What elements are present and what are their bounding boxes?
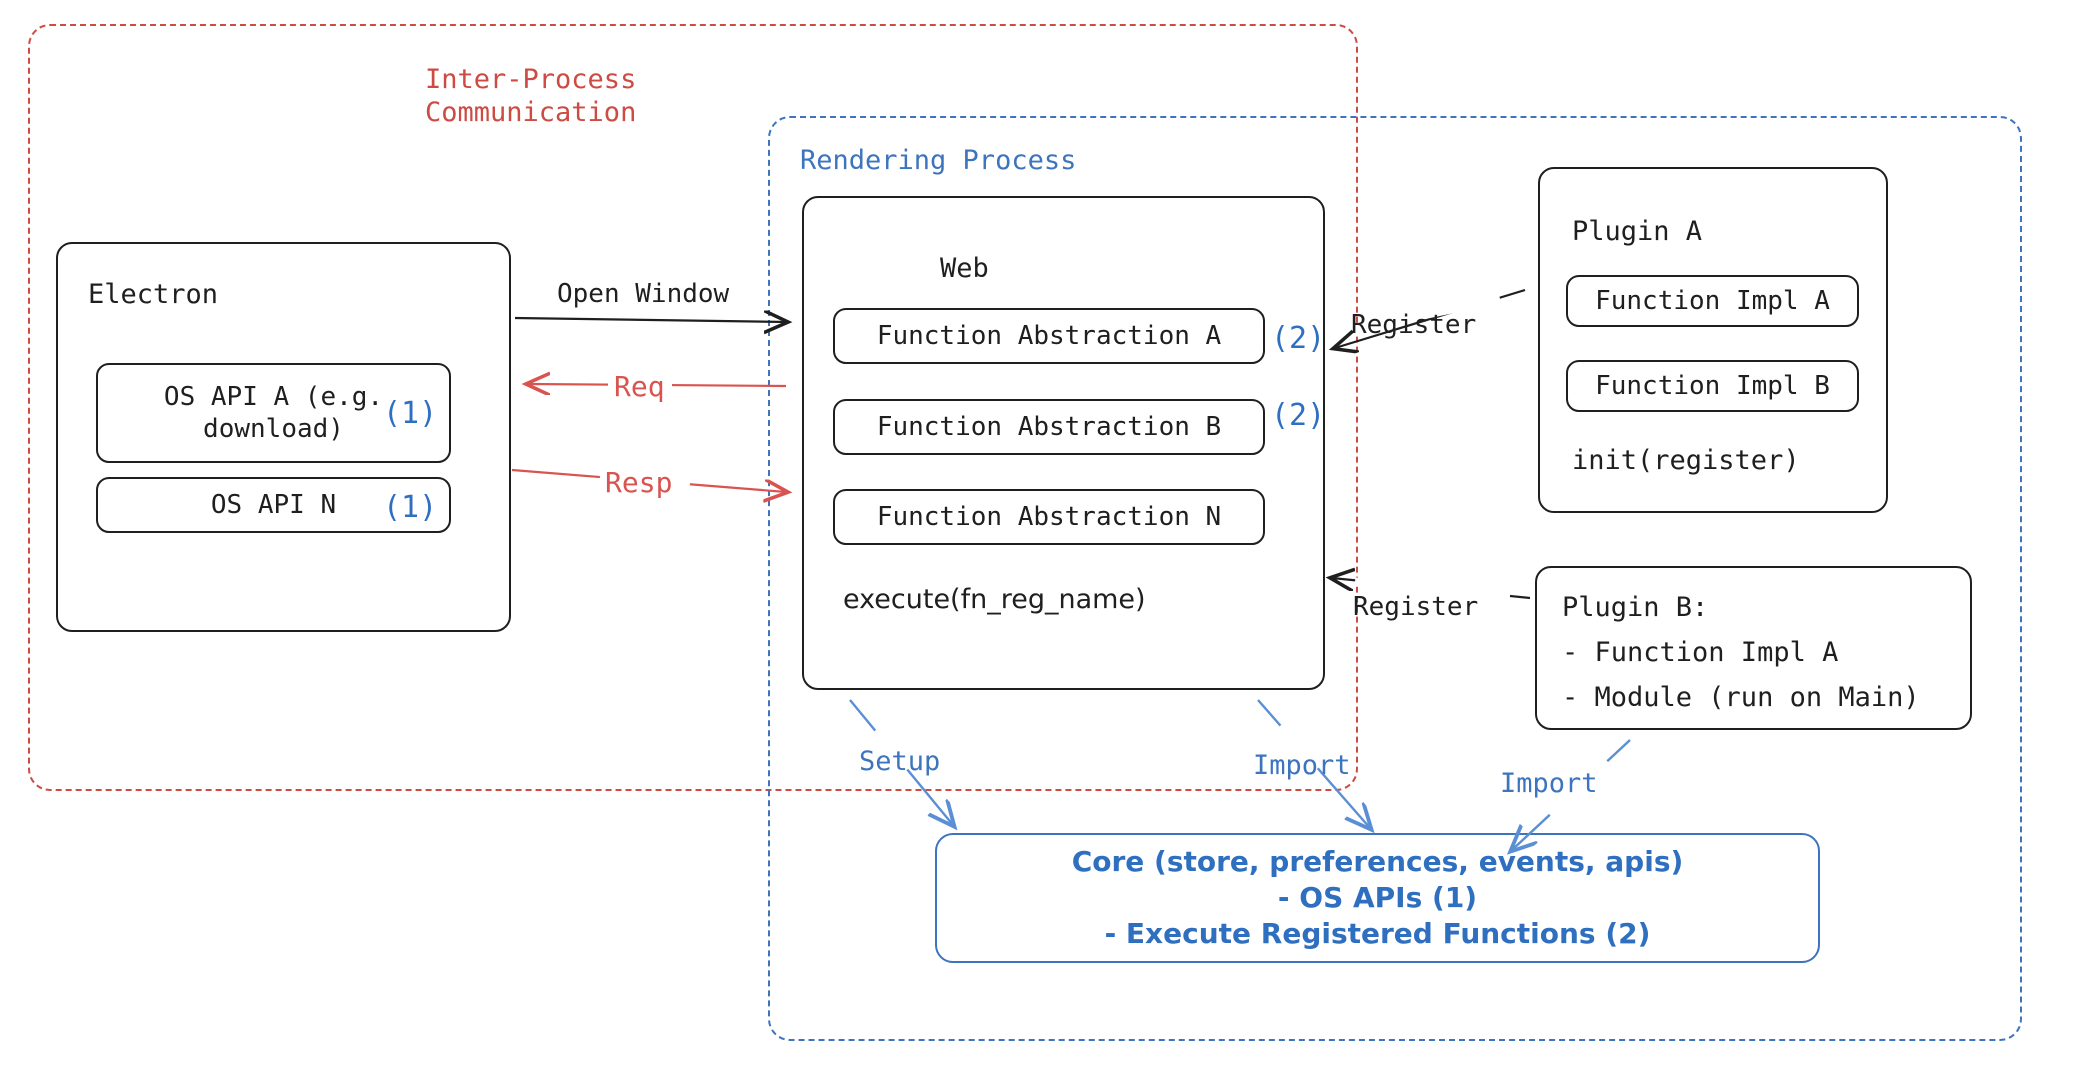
group-rendering-process	[768, 116, 2022, 1041]
core-box[interactable]: Core (store, preferences, events, apis) …	[935, 833, 1820, 963]
plugin-b-line-2: - Function Impl A	[1562, 637, 1839, 668]
plugin-b-box[interactable]	[1535, 566, 1972, 730]
plugin-a-function-impl-a-label: Function Impl A	[1595, 286, 1830, 316]
edge-label-req: Req	[614, 370, 665, 403]
plugin-b-line-1: Plugin B:	[1562, 592, 1709, 623]
edge-label-import-plugin-b: Import	[1500, 768, 1598, 799]
os-api-a-box[interactable]: OS API A (e.g. download)	[96, 363, 451, 463]
function-abstraction-b-box[interactable]: Function Abstraction B	[833, 399, 1265, 455]
group-title-rendering-process: Rendering Process	[800, 145, 1077, 176]
function-abstraction-b-label: Function Abstraction B	[876, 412, 1222, 442]
function-abstraction-n-label: Function Abstraction N	[876, 502, 1222, 532]
plugin-a-box[interactable]	[1538, 167, 1888, 513]
os-api-n-box[interactable]: OS API N	[96, 477, 451, 533]
plugin-b-line-3: - Module (run on Main)	[1562, 682, 1920, 713]
plugin-a-function-impl-b-label: Function Impl B	[1595, 371, 1830, 401]
function-abstraction-a-box[interactable]: Function Abstraction A	[833, 308, 1265, 364]
plugin-a-title: Plugin A	[1572, 216, 1703, 247]
edge-label-register-plugin-b: Register	[1353, 592, 1479, 622]
group-title-inter-process-communication: Inter-Process Communication	[425, 64, 637, 128]
os-api-a-marker: (1)	[383, 396, 438, 431]
edge-label-register-plugin-a: Register	[1351, 310, 1477, 340]
function-abstraction-a-label: Function Abstraction A	[876, 321, 1222, 351]
group-inter-process-communication	[28, 24, 1358, 791]
plugin-a-function-impl-a-box[interactable]: Function Impl A	[1566, 275, 1859, 327]
web-title: Web	[940, 253, 989, 284]
plugin-a-function-impl-b-box[interactable]: Function Impl B	[1566, 360, 1859, 412]
function-abstraction-n-box[interactable]: Function Abstraction N	[833, 489, 1265, 545]
os-api-n-marker: (1)	[383, 490, 438, 525]
edge-label-setup: Setup	[859, 746, 941, 777]
function-abstraction-b-marker: (2)	[1271, 398, 1326, 433]
electron-box[interactable]	[56, 242, 511, 632]
os-api-n-label: OS API N	[210, 490, 337, 520]
web-box[interactable]	[802, 196, 1325, 690]
edge-label-resp: Resp	[605, 466, 673, 499]
edge-label-open-window: Open Window	[557, 279, 730, 309]
core-line-2: - OS APIs (1)	[1277, 881, 1478, 915]
electron-title: Electron	[88, 279, 219, 310]
plugin-a-init-label: init(register)	[1572, 445, 1800, 476]
core-line-3: - Execute Registered Functions (2)	[1104, 916, 1651, 950]
edge-label-import-web: Import	[1253, 750, 1351, 781]
core-line-1: Core (store, preferences, events, apis)	[1071, 845, 1684, 879]
os-api-a-label: OS API A (e.g. download)	[163, 381, 384, 445]
function-abstraction-a-marker: (2)	[1271, 321, 1326, 356]
web-execute-label: execute(fn_reg_name)	[843, 584, 1146, 615]
